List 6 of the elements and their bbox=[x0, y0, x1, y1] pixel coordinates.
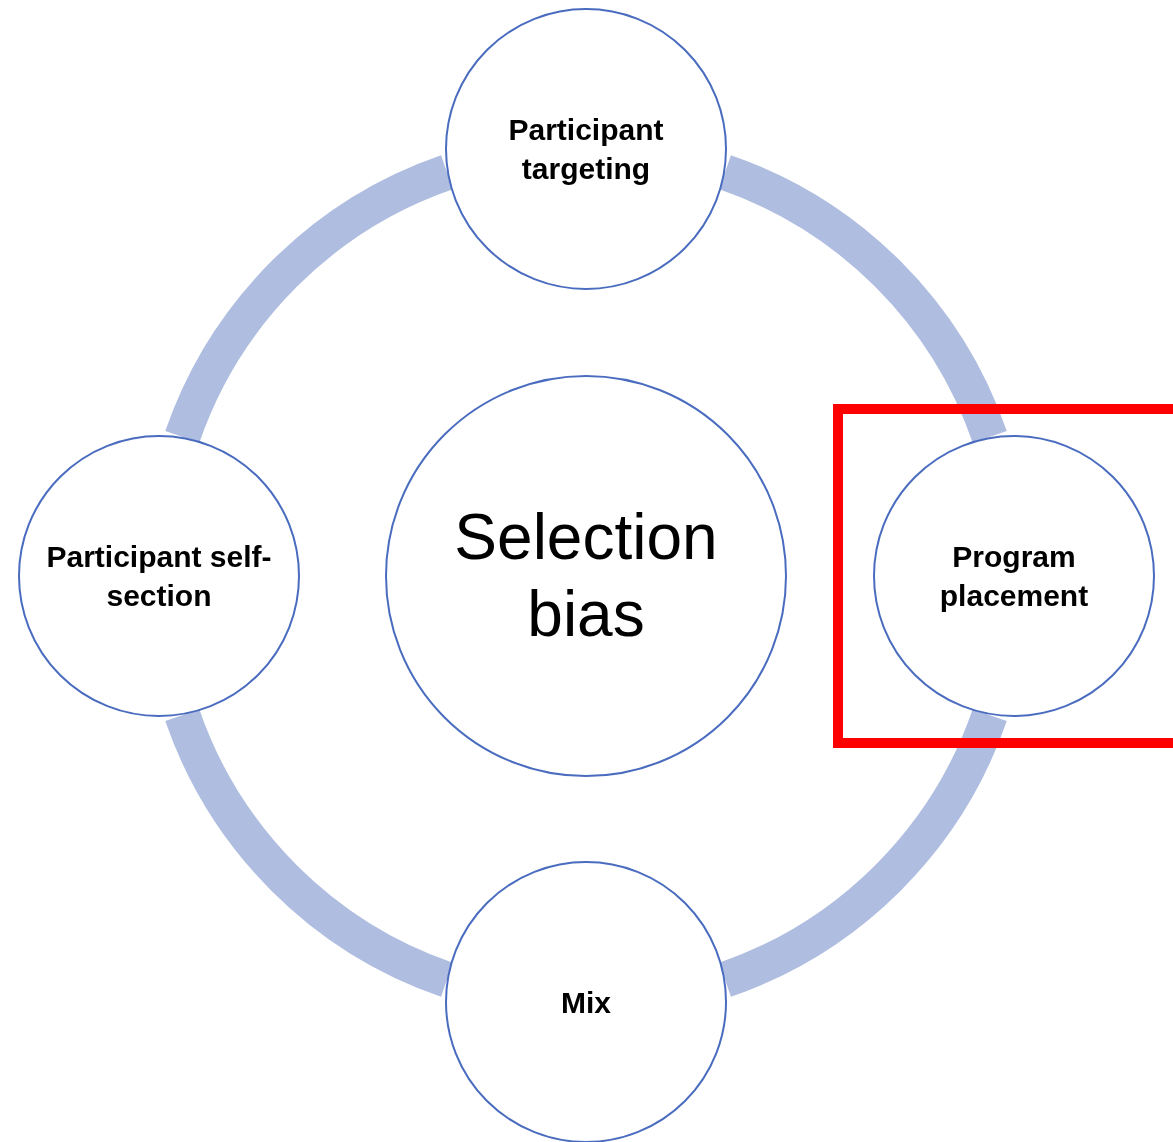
node-label: Participant targeting bbox=[507, 112, 665, 187]
node-label: Participant self-section bbox=[45, 539, 273, 614]
node-label: Program placement bbox=[938, 539, 1090, 614]
node-label: Mix bbox=[561, 984, 611, 1021]
highlight-box bbox=[833, 404, 1173, 748]
node-label: Selection bias bbox=[453, 500, 719, 652]
